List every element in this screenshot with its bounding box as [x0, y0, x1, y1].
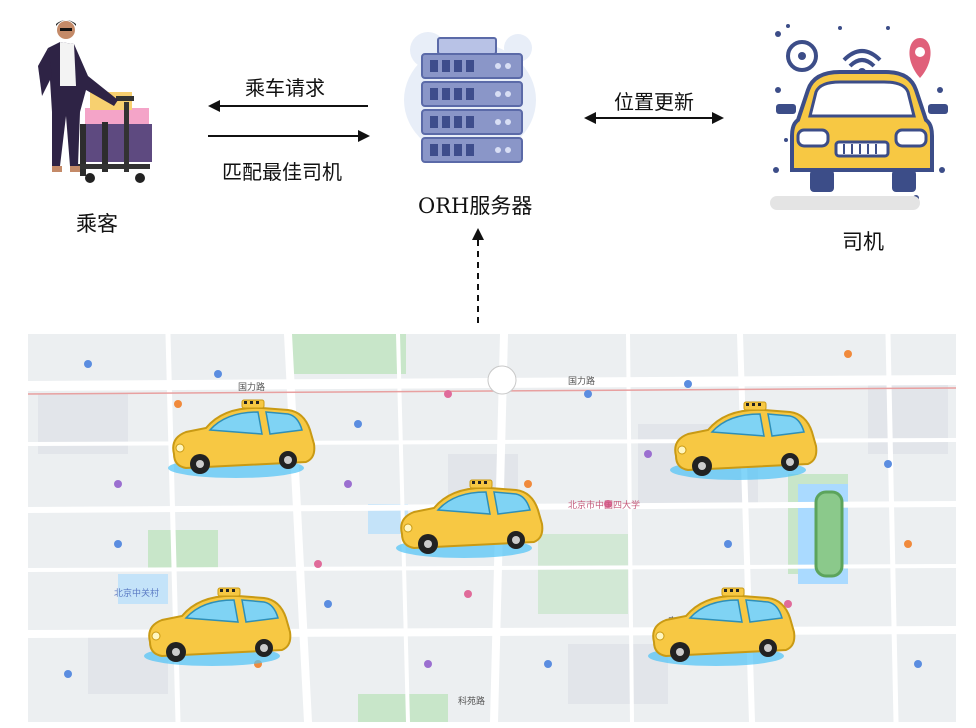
location-update-label: 位置更新	[614, 90, 694, 114]
passenger-label: 乘客	[76, 212, 118, 236]
map-to-server-arrow	[470, 226, 486, 328]
server-label: ORH服务器	[418, 194, 533, 218]
map-road-label: 国力路	[568, 375, 595, 387]
ride-request-arrow	[208, 98, 370, 117]
location-update-arrow	[584, 110, 724, 129]
driver-label: 司机	[842, 230, 884, 254]
passenger-icon	[30, 16, 155, 188]
map-area-label: 北京中关村	[114, 587, 159, 599]
driver-icon	[770, 20, 950, 215]
city-map: 国力路 国力路 北京市中国四大学 北京中关村 安富南 科苑路	[23, 330, 961, 726]
map-road-label: 科苑路	[458, 695, 485, 707]
match-driver-label: 匹配最佳司机	[222, 160, 342, 184]
map-area-label: 北京市中国四大学	[568, 499, 640, 511]
map-road-label: 国力路	[238, 381, 265, 393]
ride-request-label: 乘车请求	[245, 76, 325, 100]
match-driver-arrow	[208, 128, 370, 147]
server-icon	[400, 20, 545, 180]
